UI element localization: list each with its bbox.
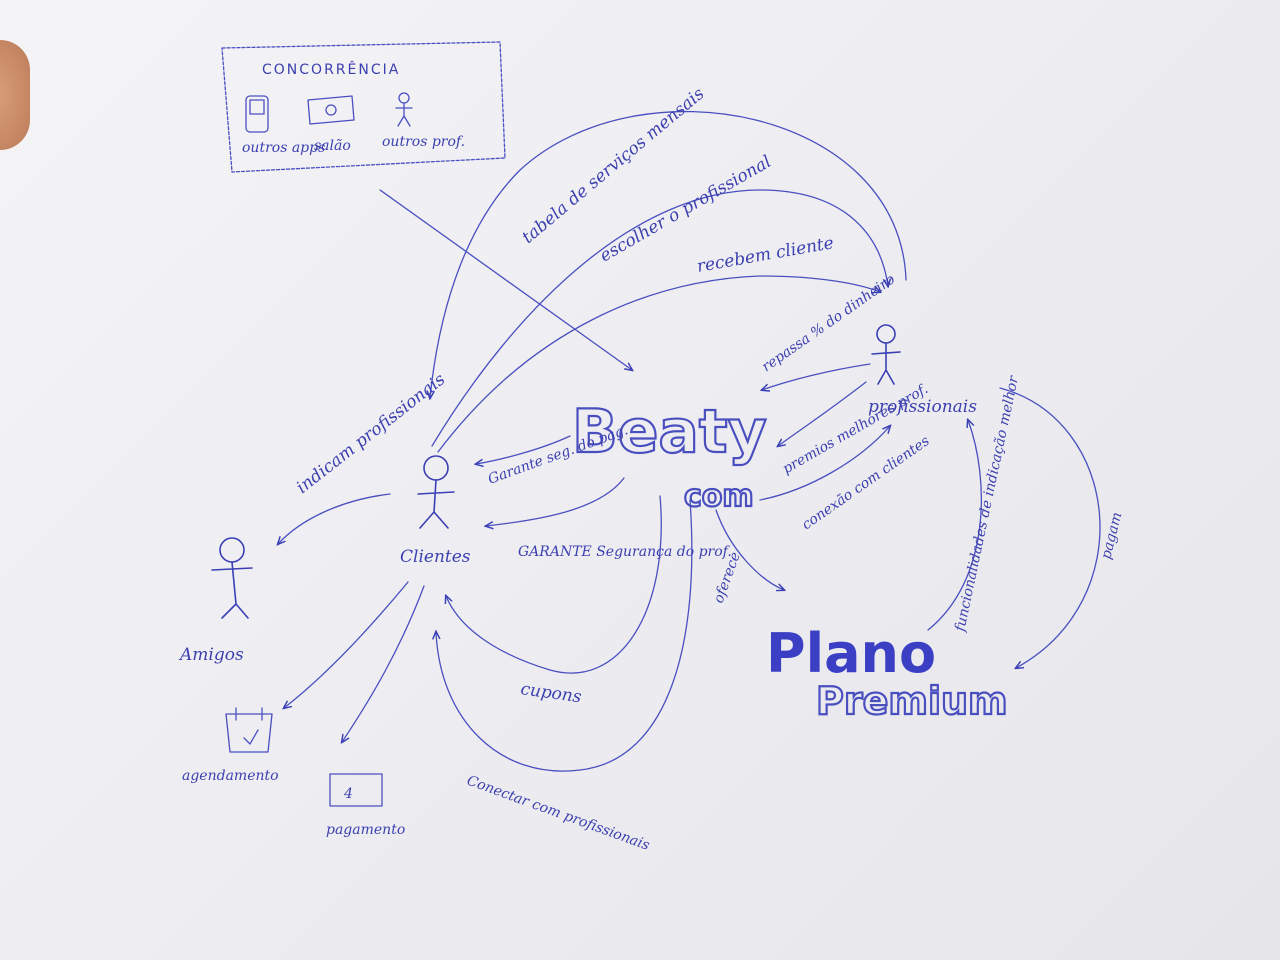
edge-connection: [759, 426, 890, 501]
svg-text:4: 4: [343, 786, 353, 802]
edge-receive-client: [437, 275, 880, 453]
brand-suffix: com: [684, 479, 754, 514]
phone-icon: [245, 95, 269, 133]
competition-item-others: outros prof.: [382, 134, 465, 150]
plan-line1: Plano: [766, 622, 936, 685]
plan-node: Plano Premium: [766, 622, 1009, 724]
person-icon: [395, 92, 413, 127]
edge-choose-professional: [431, 189, 888, 447]
friends-figure: [211, 537, 253, 619]
scheduling-label: agendamento: [182, 768, 279, 784]
label-connect: Conectar com profissionais: [465, 773, 652, 854]
edge-payment: [342, 585, 425, 742]
label-receive-client: recebem cliente: [695, 233, 835, 277]
label-coupons: cupons: [519, 679, 583, 707]
competition-item-apps: outros apps: [242, 140, 325, 156]
edge-guarantee-payment: [476, 435, 571, 464]
competition-box: CONCORRÊNCIA outros apps salão outros pr…: [221, 41, 506, 173]
calendar-icon: [225, 707, 273, 753]
edge-recommend: [278, 493, 391, 544]
label-recommend: indicam profissionais: [293, 369, 450, 497]
edge-coupons: [446, 495, 662, 674]
label-percent: repassa % do dinheiro: [759, 271, 898, 375]
competition-title: CONCORRÊNCIA: [262, 60, 400, 78]
thumb: [0, 40, 30, 150]
edge-competition-brand: [379, 189, 632, 370]
card-icon: 4: [329, 773, 383, 807]
label-pay: pagam: [1098, 511, 1125, 561]
edge-pay: [999, 387, 1101, 668]
professionals-figure: [871, 324, 901, 385]
clients-label: Clientes: [400, 547, 471, 567]
edge-features: [927, 420, 983, 631]
money-icon: [307, 95, 355, 125]
friends-label: Amigos: [178, 645, 244, 665]
edge-awards: [778, 381, 867, 446]
label-guarantee-security: GARANTE Segurança do prof.: [518, 544, 732, 560]
edge-price-table: [430, 110, 907, 398]
edge-offers: [715, 509, 784, 590]
edge-percent: [762, 363, 871, 390]
payment-label: pagamento: [326, 822, 405, 838]
competition-item-salon: salão: [314, 138, 351, 154]
brand-main: Beaty: [572, 397, 767, 467]
edge-guarantee-security: [486, 477, 625, 526]
edge-connect: [436, 499, 693, 772]
plan-line2: Premium: [816, 679, 1008, 723]
clients-figure: [417, 455, 455, 529]
professionals-label: profissionais: [868, 397, 977, 417]
edge-scheduling: [284, 581, 409, 708]
brand-node: Beaty com: [571, 396, 768, 515]
